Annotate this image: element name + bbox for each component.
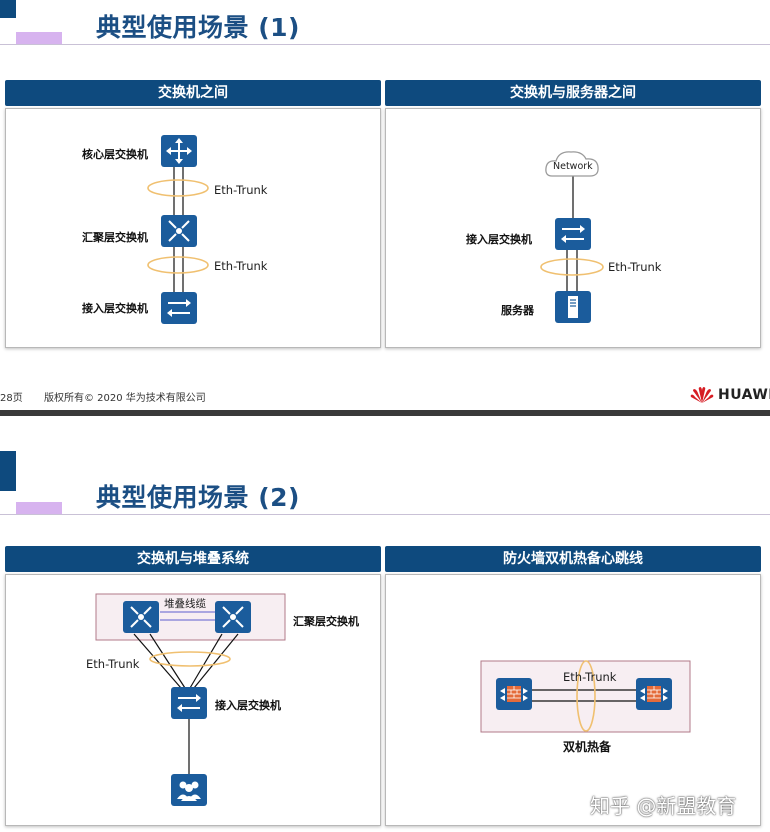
label-stack-eth-trunk: Eth-Trunk (86, 657, 140, 671)
label-firewall-eth-trunk: Eth-Trunk (563, 670, 617, 684)
user-group-icon (171, 774, 207, 806)
label-eth-trunk-top: Eth-Trunk (214, 183, 268, 197)
access-switch-icon (161, 292, 197, 324)
label-aggregation-switch: 汇聚层交换机 (82, 231, 148, 244)
label-server-access-switch: 接入层交换机 (466, 233, 532, 246)
slide1-links (147, 151, 604, 293)
trunk-ellipse-server (540, 258, 604, 276)
trunk-ellipse-bottom (147, 256, 209, 274)
label-access-switch: 接入层交换机 (82, 302, 148, 315)
footer-copyright: 版权所有© 2020 华为技术有限公司 (44, 393, 206, 404)
firewall-trunk-ellipse (576, 660, 596, 732)
label-hot-standby: 双机热备 (563, 740, 612, 754)
slide-1: 典型使用场景 (1) 交换机之间 交换机与服务器之间 核心层交换机 汇聚层交换机… (0, 0, 770, 411)
watermark: 知乎 @新盟教育 (590, 794, 737, 818)
label-server: 服务器 (501, 304, 534, 317)
footer-page-number: 28页 (0, 393, 23, 404)
label-core-switch: 核心层交换机 (82, 148, 148, 161)
firewall-left-icon (496, 678, 532, 710)
panel-header-stack: 交换机与堆叠系统 (5, 546, 381, 572)
stack-switch-left-icon (123, 601, 159, 633)
label-eth-trunk-server: Eth-Trunk (608, 260, 662, 274)
corner-block-2 (0, 451, 16, 491)
brand-text: HUAWEI (718, 387, 770, 403)
core-switch-icon (161, 135, 197, 167)
network-cloud-icon (545, 151, 599, 177)
server-access-switch-icon (555, 218, 591, 250)
panel-header-firewall: 防火墙双机热备心跳线 (385, 546, 761, 572)
title-divider (0, 44, 770, 45)
title-divider-2 (0, 514, 770, 515)
firewall-right-icon (636, 678, 672, 710)
stack-trunk-ellipse (149, 651, 231, 667)
label-stack-cable: 堆叠线缆 (164, 598, 206, 610)
title-accent (16, 32, 62, 44)
label-eth-trunk-bottom: Eth-Trunk (214, 259, 268, 273)
trunk-ellipse-top (147, 179, 209, 197)
stack-access-switch-icon (171, 687, 207, 719)
page-title-2: 典型使用场景 (2) (96, 483, 300, 512)
huawei-logo-icon (690, 387, 714, 403)
stack-switch-right-icon (215, 601, 251, 633)
corner-block (0, 0, 16, 18)
huawei-brand: HUAWEI (690, 386, 770, 404)
label-network-cloud: Network (553, 161, 593, 172)
page-title: 典型使用场景 (1) (96, 13, 300, 42)
title-accent-2 (16, 502, 62, 514)
panel-header-switch-to-switch: 交换机之间 (5, 80, 381, 106)
label-stack-access: 接入层交换机 (215, 699, 281, 712)
panel-header-switch-to-server: 交换机与服务器之间 (385, 80, 761, 106)
slide2-links (95, 593, 691, 776)
aggregation-switch-icon (161, 215, 197, 247)
server-icon (555, 291, 591, 323)
slide-2: 典型使用场景 (2) 交换机与堆叠系统 防火墙双机热备心跳线 堆叠线缆 汇聚层交… (0, 416, 770, 832)
slide-separator (0, 410, 770, 416)
label-stack-aggregation: 汇聚层交换机 (293, 615, 359, 628)
